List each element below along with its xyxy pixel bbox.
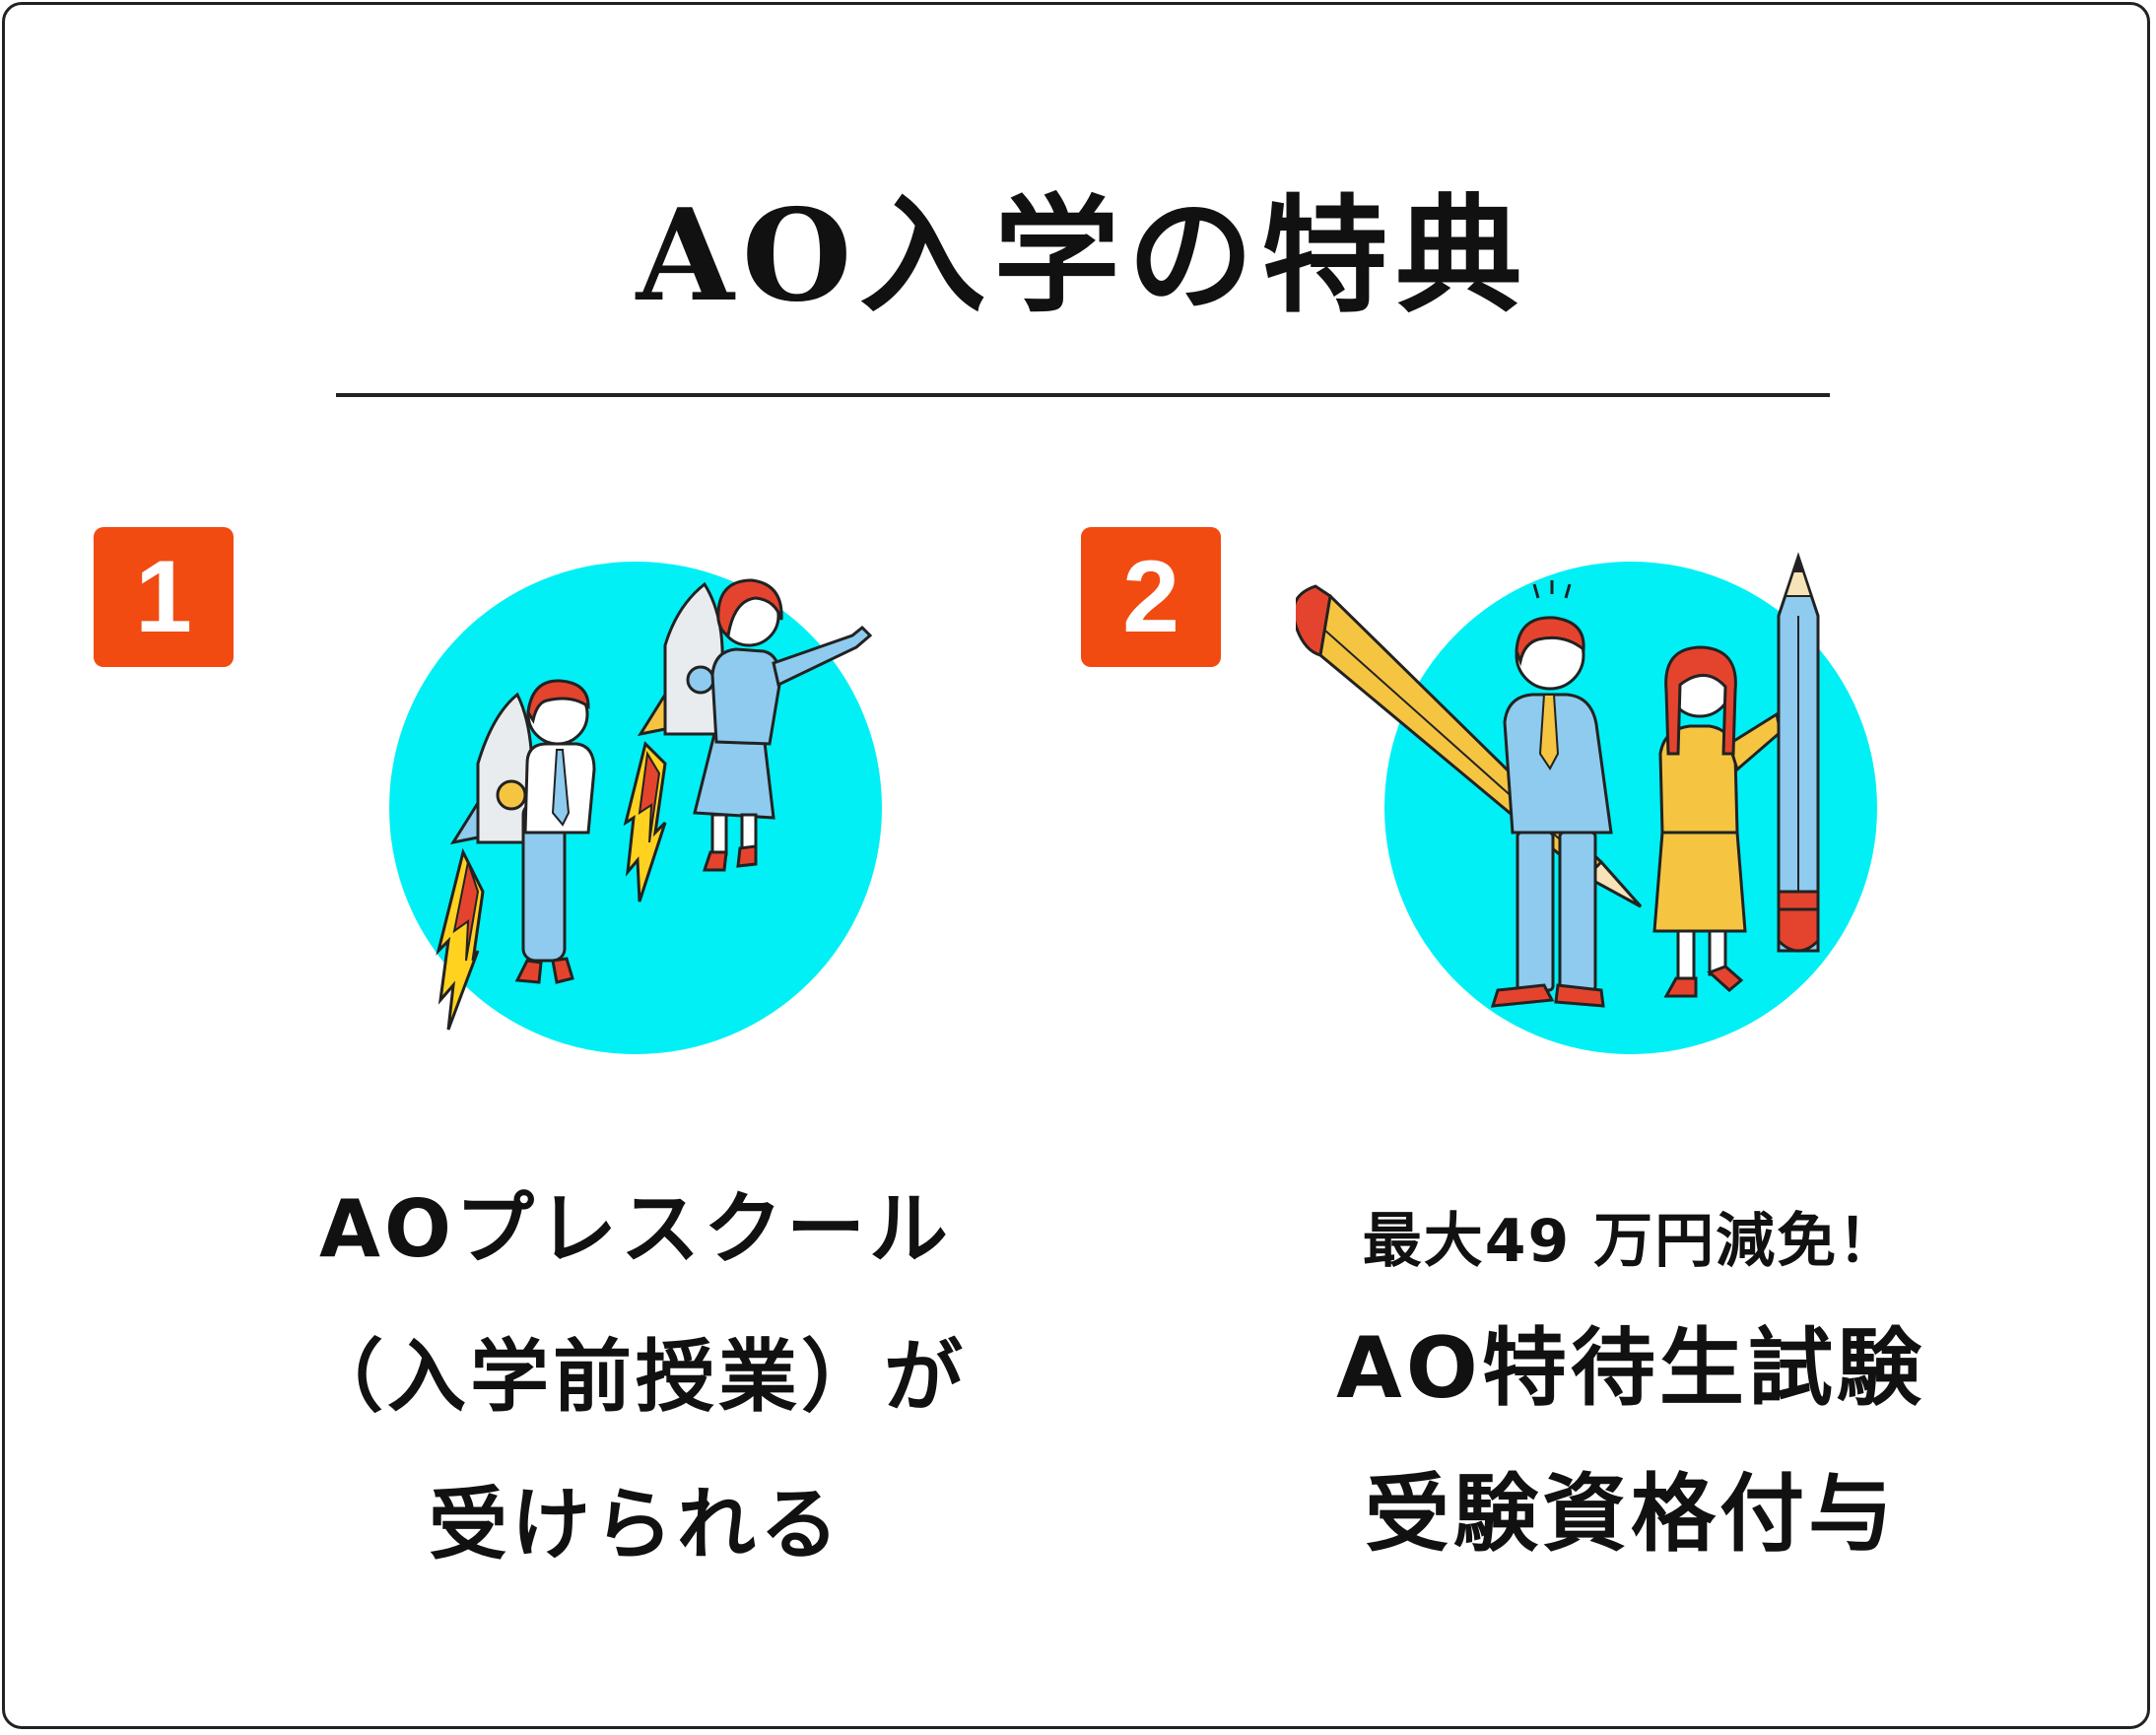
rocket-students-illustration	[389, 562, 882, 1054]
pencil-students-illustration	[1296, 552, 1877, 1054]
boy-figure	[1490, 580, 1613, 1008]
benefit-2-description: 最大49 万円減免！ AO特待生試験 受験資格付与	[1148, 1187, 2114, 1587]
benefit-2-number-badge: 2	[1081, 527, 1221, 667]
benefit-1-description: AOプレスクール （入学前授業）が 受けられる	[163, 1156, 1109, 1599]
blue-pencil	[1777, 552, 1820, 953]
benefit-2-line-1: AO特待生試験	[1336, 1319, 1925, 1418]
benefit-2-line-2: 受験資格付与	[1365, 1465, 1897, 1564]
girl-jet-flame	[623, 741, 667, 902]
girl-figure	[693, 578, 873, 872]
girl-figure	[1652, 645, 1783, 998]
benefit-1-line-3: 受けられる	[429, 1479, 842, 1570]
illustration-background-circle	[1384, 562, 1877, 1054]
title-divider	[336, 393, 1830, 397]
benefit-1-number-badge: 1	[94, 527, 234, 667]
benefit-1-line-1: AOプレスクール	[319, 1183, 952, 1275]
boy-jet-flame	[436, 847, 485, 1031]
benefit-2-subline: 最大49 万円減免！	[1362, 1207, 1900, 1276]
page-title: AO入学の特典	[636, 182, 1530, 330]
boy-figure	[514, 679, 596, 984]
benefit-1-line-2: （入学前授業）が	[304, 1331, 967, 1423]
